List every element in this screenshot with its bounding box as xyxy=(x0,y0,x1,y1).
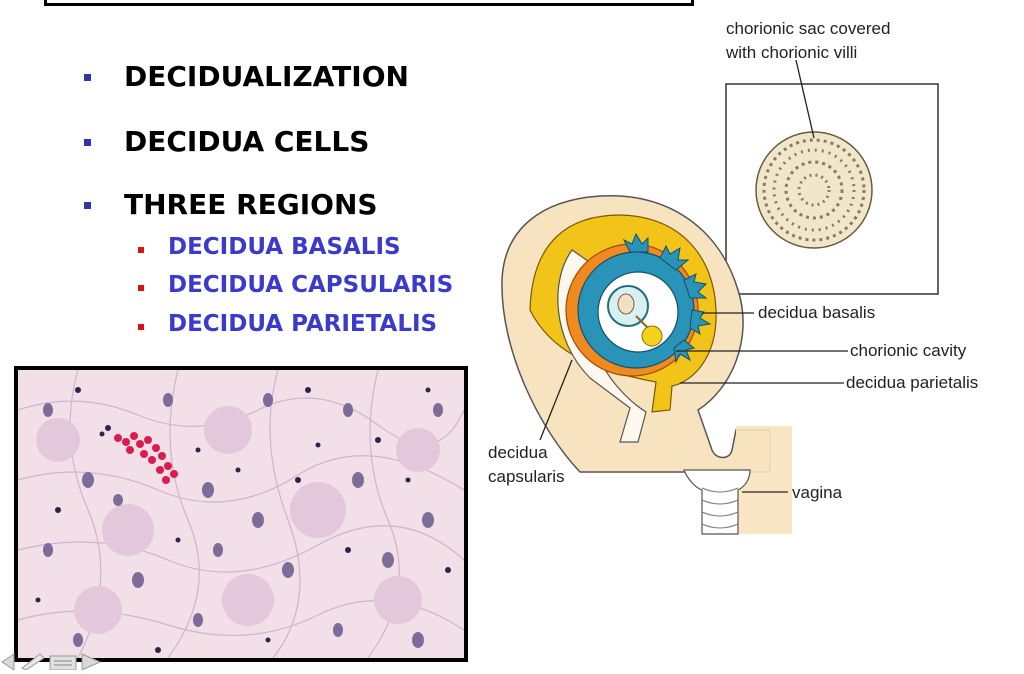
sub-bullet-text: DECIDUA BASALIS xyxy=(168,234,401,260)
bullet-text: DECIDUALIZATION xyxy=(124,60,409,93)
title-frame xyxy=(44,0,694,6)
sub-bullet-square-icon xyxy=(138,247,144,253)
slide-nav-prev-icon[interactable] xyxy=(1,653,15,671)
sub-bullet-square-icon xyxy=(138,285,144,291)
vagina-label: vagina xyxy=(792,483,843,502)
decidua-capsularis-label-line2: capsularis xyxy=(488,467,565,486)
decidua-capsularis-label-line1: decidua xyxy=(488,443,548,462)
uterus-diagram: chorionic sac covered with chorionic vil… xyxy=(480,10,1024,540)
sub-bullet-text: DECIDUA PARIETALIS xyxy=(168,311,438,337)
sub-bullet-text: DECIDUA CAPSULARIS xyxy=(168,272,454,298)
sac-label-line1: chorionic sac covered xyxy=(726,19,891,38)
decidua-basalis-label: decidua basalis xyxy=(758,303,876,322)
bullet-text: DECIDUA CELLS xyxy=(124,125,370,158)
decidua-parietalis-label: decidua parietalis xyxy=(846,373,979,392)
slide-nav-next-icon[interactable] xyxy=(81,653,102,671)
slide-nav xyxy=(0,650,110,671)
decidua-micrograph xyxy=(14,366,468,662)
chorionic-sac-villi-icon xyxy=(755,131,873,249)
micrograph-image xyxy=(18,370,464,658)
bullet-square-icon xyxy=(84,139,91,146)
bullet-square-icon xyxy=(84,74,91,81)
sac-label-line2: with chorionic villi xyxy=(726,43,858,62)
slide-nav-pen-icon[interactable] xyxy=(21,653,45,671)
slide-nav-menu-icon[interactable] xyxy=(49,655,77,671)
chorionic-cavity-label: chorionic cavity xyxy=(850,341,967,360)
bullet-text: THREE REGIONS xyxy=(124,188,378,221)
uterus-diagram-drawing xyxy=(501,59,939,535)
bullet-square-icon xyxy=(84,202,91,209)
sub-bullet-square-icon xyxy=(138,324,144,330)
